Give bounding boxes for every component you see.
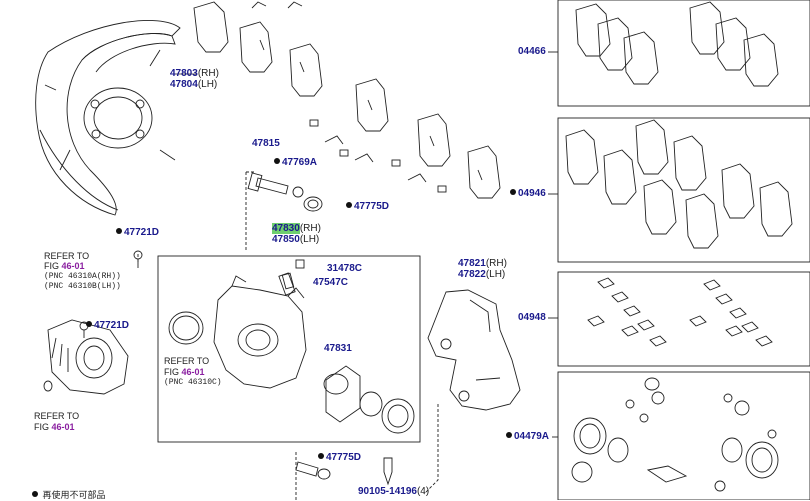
pnc-text: (PNC 46310A(RH)) (44, 272, 121, 281)
label-47547C[interactable]: 47547C (313, 277, 348, 288)
pads-04466-drawing (575, 1, 779, 87)
part-number: 47822 (458, 269, 486, 280)
mounting-bracket-drawing (427, 289, 521, 411)
non-reusable-dot-icon (116, 228, 122, 234)
pnc-text: (PNC 46310B(LH)) (44, 282, 121, 291)
clips-04948-drawing (587, 277, 773, 347)
non-reusable-dot-icon (32, 491, 38, 497)
side-suffix: (LH) (485, 269, 506, 280)
legend-text: 再使用不可部品 (42, 490, 106, 500)
refer-to-text: REFER TO (34, 411, 80, 421)
fig-ref: FIG 46-01 (164, 367, 205, 377)
part-number: 04479A (514, 431, 550, 442)
label-47804[interactable]: 47804(LH) (170, 79, 217, 90)
pads-04946-drawing (565, 119, 793, 249)
side-suffix: (RH) (197, 68, 219, 79)
part-number: 47850 (272, 234, 300, 245)
label-90105-14196[interactable]: 90105-14196(4) (358, 486, 429, 497)
label-47830[interactable]: 47830(RH) (272, 223, 321, 234)
non-reusable-dot-icon (86, 321, 92, 327)
side-suffix: (LH) (197, 79, 218, 90)
electric-caliper-drawing (43, 250, 143, 395)
part-number-highlighted: 47830 (272, 223, 300, 234)
label-47822[interactable]: 47822(LH) (458, 269, 505, 280)
part-number: 47721D (124, 227, 160, 238)
part-number: 04948 (518, 312, 546, 323)
part-number: 47775D (326, 452, 362, 463)
bottom-bolts-drawing (295, 457, 393, 486)
panel-04479A (557, 371, 810, 500)
bolt-47815-drawing (247, 172, 323, 212)
label-31478C[interactable]: 31478C (327, 263, 362, 274)
label-04946[interactable]: 04946 (510, 188, 546, 199)
label-47803[interactable]: 47803(RH) (170, 68, 219, 79)
label-47775D-bottom[interactable]: 47775D (318, 452, 361, 463)
non-reusable-dot-icon (318, 453, 324, 459)
part-number: 47769A (282, 157, 318, 168)
fig-number: 46-01 (181, 367, 205, 377)
label-47721D-b[interactable]: 47721D (86, 320, 129, 331)
part-number: 31478C (327, 263, 363, 274)
side-suffix: (RH) (299, 223, 321, 234)
caliper-box (157, 255, 421, 443)
non-reusable-dot-icon (506, 432, 512, 438)
non-reusable-dot-icon (510, 189, 516, 195)
label-47821[interactable]: 47821(RH) (458, 258, 507, 269)
piston-drawing (323, 365, 361, 423)
fig-word: FIG (44, 261, 59, 271)
label-04479A[interactable]: 04479A (506, 431, 549, 442)
seals-04479A-drawing (571, 377, 779, 492)
part-number: 47821 (458, 258, 486, 269)
part-number: 47815 (252, 138, 280, 149)
legend: 再使用不可部品 (32, 488, 106, 501)
side-suffix: (LH) (299, 234, 320, 245)
part-number: 47831 (324, 343, 352, 354)
part-number: 47804 (170, 79, 198, 90)
label-04948[interactable]: 04948 (518, 312, 546, 323)
part-number: 90105-14196 (358, 486, 417, 497)
part-number: 04466 (518, 46, 546, 57)
side-suffix: (RH) (485, 258, 507, 269)
seal-ring-drawing (168, 311, 204, 345)
label-47769A[interactable]: 47769A (274, 157, 317, 168)
part-number: 47547C (313, 277, 349, 288)
label-47831[interactable]: 47831 (324, 343, 352, 354)
fig-number: 46-01 (51, 422, 75, 432)
panel-04946 (557, 117, 810, 263)
pnc-text: (PNC 46310C) (164, 378, 222, 387)
part-number: 04946 (518, 188, 546, 199)
part-number: 47775D (354, 201, 390, 212)
label-47850[interactable]: 47850(LH) (272, 234, 319, 245)
panel-04466 (557, 0, 810, 107)
quantity-suffix: (4) (416, 486, 430, 497)
non-reusable-dot-icon (274, 158, 280, 164)
fig-ref: FIG 46-01 (44, 261, 85, 271)
label-47815[interactable]: 47815 (252, 138, 280, 149)
caliper-drawing (213, 272, 307, 389)
label-47721D-a[interactable]: 47721D (116, 227, 159, 238)
part-number: 47803 (170, 68, 198, 79)
fig-number: 46-01 (61, 261, 85, 271)
panel-04948 (557, 271, 810, 367)
refer-to-text: REFER TO (44, 251, 90, 261)
label-04466[interactable]: 04466 (518, 46, 546, 57)
label-47775D-top[interactable]: 47775D (346, 201, 389, 212)
piston-boot-drawing (359, 391, 415, 434)
fig-word: FIG (34, 422, 49, 432)
refer-to-text: REFER TO (164, 356, 210, 366)
bleeder-cap-drawing (295, 259, 305, 269)
dust-shield-drawing (35, 19, 181, 216)
brake-pads-middle-drawing (193, 1, 501, 199)
non-reusable-dot-icon (346, 202, 352, 208)
part-number: 47721D (94, 320, 130, 331)
fig-word: FIG (164, 367, 179, 377)
fig-ref: FIG 46-01 (34, 422, 75, 432)
